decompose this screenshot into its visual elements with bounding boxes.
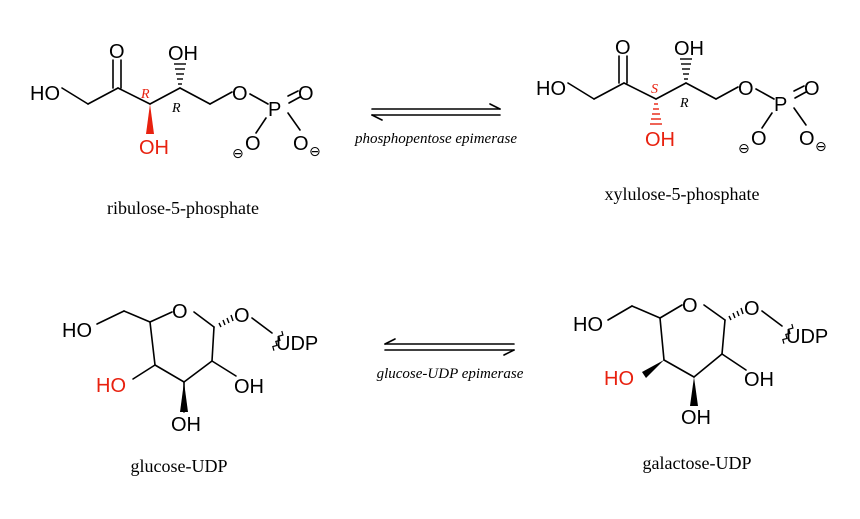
glucose-udp-structure: HO O O UDP HO OH OH xyxy=(62,301,318,436)
double-bond-oxygen: O xyxy=(804,78,820,100)
enzyme-label-2: glucose-UDP epimerase xyxy=(377,366,524,382)
ribulose-caption: ribulose-5-phosphate xyxy=(107,198,259,218)
glucose-udp-caption: glucose-UDP xyxy=(131,456,228,476)
glycosidic-oxygen: O xyxy=(234,305,250,327)
ho-red-label: HO xyxy=(96,375,126,397)
keto-oxygen: O xyxy=(109,41,125,63)
stereo-c3-label: R xyxy=(140,87,150,102)
stereo-c4-label: R xyxy=(171,101,181,116)
oh-top-label: OH xyxy=(168,43,198,65)
ho-label: HO xyxy=(30,83,60,105)
oh-bottom-label: OH xyxy=(681,407,711,429)
minus-oxygen-1: O xyxy=(751,128,767,150)
udp-label: UDP xyxy=(276,333,318,355)
link-oxygen: O xyxy=(738,78,754,100)
oh-red-label: OH xyxy=(139,137,169,159)
glycosidic-oxygen: O xyxy=(744,298,760,320)
xylulose-caption: xylulose-5-phosphate xyxy=(605,184,760,204)
galactose-udp-structure: HO O O UDP HO OH OH xyxy=(573,295,828,429)
ring-oxygen: O xyxy=(682,295,698,317)
ho-ch2-label: HO xyxy=(62,320,92,342)
enzyme-label-1: phosphopentose epimerase xyxy=(354,131,517,147)
phosphorus-label: P xyxy=(268,99,281,121)
negative-charge-2: ⊖ xyxy=(815,139,827,155)
negative-charge-2: ⊖ xyxy=(309,144,321,160)
minus-oxygen-2: O xyxy=(293,133,309,155)
ho-red-label: HO xyxy=(604,368,634,390)
xylulose-5-phosphate-structure: HO O OH OH S R O P O O O ⊖ ⊖ xyxy=(536,37,827,157)
oh-top-label: OH xyxy=(674,38,704,60)
double-bond-oxygen: O xyxy=(298,83,314,105)
equilibrium-arrow-1 xyxy=(371,103,501,121)
stereo-c4-label: R xyxy=(679,96,689,111)
galactose-udp-caption: galactose-UDP xyxy=(643,453,752,473)
ho-ch2-label: HO xyxy=(573,314,603,336)
keto-oxygen: O xyxy=(615,37,631,59)
phosphorus-label: P xyxy=(774,94,787,116)
oh-red-label: OH xyxy=(645,129,675,151)
ho-label: HO xyxy=(536,78,566,100)
oh-right-label: OH xyxy=(744,369,774,391)
negative-charge-1: ⊖ xyxy=(738,141,750,157)
ribulose-5-phosphate-structure: HO O OH OH R R O P O O O ⊖ ⊖ xyxy=(30,41,321,162)
ring-oxygen: O xyxy=(172,301,188,323)
oh-right-label: OH xyxy=(234,376,264,398)
minus-oxygen-2: O xyxy=(799,128,815,150)
red-wedge-bond xyxy=(146,104,154,134)
link-oxygen: O xyxy=(232,83,248,105)
equilibrium-arrow-2 xyxy=(384,338,515,356)
stereo-c3-label: S xyxy=(651,82,658,97)
red-hashed-bond xyxy=(650,103,662,125)
minus-oxygen-1: O xyxy=(245,133,261,155)
oh-bottom-label: OH xyxy=(171,414,201,436)
udp-label: UDP xyxy=(786,326,828,348)
negative-charge-1: ⊖ xyxy=(232,146,244,162)
